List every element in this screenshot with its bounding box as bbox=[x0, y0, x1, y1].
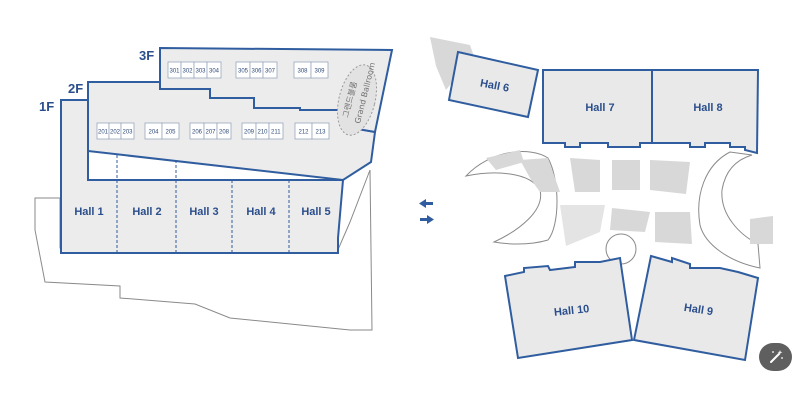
hall-6-label: Hall 6 bbox=[479, 77, 510, 94]
floor-label-1f: 1F bbox=[39, 99, 54, 114]
room-label: 309 bbox=[315, 69, 326, 75]
room-label: 305 bbox=[238, 69, 249, 75]
room-box[interactable]: 213 bbox=[311, 122, 330, 140]
west-building: 그랜드볼룸 Grand Ballroom 3F 2F 1F 301 302 30… bbox=[34, 46, 394, 331]
hall-4-label[interactable]: Hall 4 bbox=[246, 206, 276, 218]
room-box[interactable]: 308 bbox=[293, 61, 312, 79]
room-box[interactable]: 304 bbox=[206, 61, 222, 79]
room-label: 303 bbox=[196, 69, 207, 75]
hall-3-label[interactable]: Hall 3 bbox=[189, 206, 218, 218]
room-box[interactable]: 306 bbox=[249, 61, 264, 79]
room-box[interactable]: 305 bbox=[235, 61, 251, 79]
room-label: 210 bbox=[258, 130, 269, 136]
plaza-block bbox=[655, 212, 692, 244]
room-box[interactable]: 204 bbox=[144, 122, 163, 140]
magic-wand-icon bbox=[769, 350, 783, 363]
room-box[interactable]: 203 bbox=[120, 122, 135, 140]
room-label: 203 bbox=[123, 130, 134, 136]
room-label: 207 bbox=[206, 130, 217, 136]
plaza-block bbox=[612, 160, 640, 190]
plaza-block bbox=[570, 158, 600, 192]
magic-wand-button[interactable] bbox=[759, 343, 792, 371]
plaza-block bbox=[650, 160, 690, 194]
room-box[interactable]: 201 bbox=[96, 122, 110, 140]
room-box[interactable]: 207 bbox=[203, 122, 218, 140]
west-halls: Hall 1 Hall 2 Hall 3 Hall 4 Hall 5 bbox=[74, 206, 330, 218]
room-box[interactable]: 211 bbox=[268, 122, 284, 140]
rooms-2f: 201 202 203 204 205 206 207 208 209 210 … bbox=[96, 122, 330, 140]
room-label: 205 bbox=[166, 130, 177, 136]
room-box[interactable]: 309 bbox=[310, 61, 329, 79]
room-label: 306 bbox=[252, 69, 263, 75]
room-label: 209 bbox=[244, 130, 255, 136]
double-arrow-icon bbox=[419, 199, 434, 224]
plaza-block bbox=[560, 205, 605, 246]
grand-ballroom[interactable]: 그랜드볼룸 Grand Ballroom bbox=[331, 61, 383, 140]
floor-label-3f: 3F bbox=[139, 48, 154, 63]
room-label: 208 bbox=[219, 130, 230, 136]
room-box[interactable]: 307 bbox=[262, 61, 278, 79]
plaza-block bbox=[750, 216, 773, 244]
room-label: 204 bbox=[149, 130, 160, 136]
hall-9-label: Hall 9 bbox=[683, 302, 714, 318]
room-label: 307 bbox=[265, 69, 276, 75]
east-building: Hall 6 Hall 7 Hall 8 Hall 10 Hall 9 bbox=[430, 37, 773, 362]
floor-label-2f: 2F bbox=[68, 81, 83, 96]
room-box[interactable]: 209 bbox=[241, 122, 257, 140]
room-box[interactable]: 302 bbox=[180, 61, 195, 79]
hall-5-label[interactable]: Hall 5 bbox=[301, 206, 330, 218]
hall-7[interactable]: Hall 7 bbox=[542, 69, 653, 148]
room-label: 201 bbox=[98, 130, 109, 136]
room-box[interactable]: 210 bbox=[255, 122, 270, 140]
room-label: 206 bbox=[192, 130, 203, 136]
room-label: 301 bbox=[170, 69, 181, 75]
room-label: 302 bbox=[183, 69, 194, 75]
room-label: 308 bbox=[298, 69, 309, 75]
hall-2-label[interactable]: Hall 2 bbox=[132, 206, 161, 218]
room-label: 212 bbox=[299, 130, 310, 136]
room-box[interactable]: 206 bbox=[189, 122, 205, 140]
plaza-area bbox=[430, 37, 476, 90]
room-box[interactable]: 208 bbox=[216, 122, 232, 140]
hall-10[interactable]: Hall 10 bbox=[503, 256, 634, 360]
hall-6[interactable]: Hall 6 bbox=[447, 50, 540, 119]
hall-7-label: Hall 7 bbox=[585, 102, 614, 114]
room-box[interactable]: 212 bbox=[294, 122, 313, 140]
hall-8-label: Hall 8 bbox=[693, 102, 722, 114]
hall-1-label[interactable]: Hall 1 bbox=[74, 206, 103, 218]
plaza-block bbox=[610, 208, 650, 232]
room-label: 213 bbox=[316, 130, 327, 136]
hall-8[interactable]: Hall 8 bbox=[651, 69, 760, 155]
room-box[interactable]: 205 bbox=[161, 122, 180, 140]
rooms-3f: 301 302 303 304 305 306 307 308 309 bbox=[167, 61, 329, 79]
plaza-block bbox=[486, 150, 524, 170]
room-box[interactable]: 301 bbox=[167, 61, 182, 79]
hall-9[interactable]: Hall 9 bbox=[632, 254, 760, 362]
room-label: 202 bbox=[110, 130, 121, 136]
room-box[interactable]: 202 bbox=[108, 122, 122, 140]
plaza-block bbox=[520, 158, 560, 192]
room-label: 304 bbox=[209, 69, 220, 75]
room-box[interactable]: 303 bbox=[193, 61, 208, 79]
room-label: 211 bbox=[271, 130, 281, 136]
plaza-outline-east bbox=[698, 151, 761, 269]
hall-10-label: Hall 10 bbox=[553, 303, 590, 319]
